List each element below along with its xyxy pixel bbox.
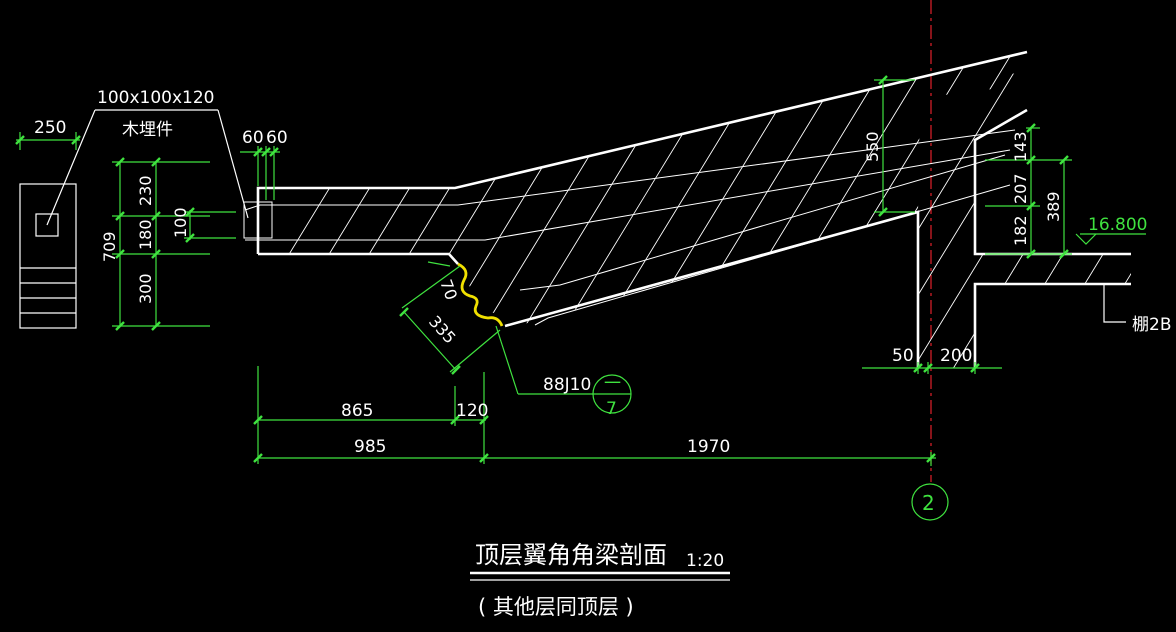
dim-207: 207 xyxy=(1011,173,1030,204)
detail-ref-top: 一 xyxy=(604,374,621,394)
dim-100: 100 xyxy=(171,207,190,238)
wall-hatch xyxy=(918,70,1131,368)
wood-embed-label: 木埋件 xyxy=(122,120,173,140)
beam-soffit xyxy=(504,210,920,368)
slab-outline xyxy=(973,282,1131,368)
dim-250: 250 xyxy=(34,118,66,138)
dim-180: 180 xyxy=(136,219,155,250)
rafter-lines xyxy=(243,129,1016,326)
detail-ref-label: 88J10 xyxy=(543,375,591,395)
molding-profile xyxy=(457,262,504,327)
dim-550: 550 xyxy=(863,131,882,162)
dim-182: 182 xyxy=(1011,215,1030,246)
wood-size-label: 100x100x120 xyxy=(97,88,214,108)
elevation-label: 16.800 xyxy=(1088,215,1147,235)
detail-ref-bottom: 7 xyxy=(606,399,617,419)
beam-hatch xyxy=(258,52,1027,328)
drawing-scale: 1:20 xyxy=(686,551,724,571)
wood-embed-detail xyxy=(19,109,249,329)
dimension-ticks xyxy=(15,75,1069,463)
dim-865: 865 xyxy=(341,401,373,421)
dim-230: 230 xyxy=(136,175,155,206)
dim-60a: 60 xyxy=(242,128,264,148)
dim-300: 300 xyxy=(136,273,155,304)
dim-60b: 60 xyxy=(266,128,288,148)
dim-1970: 1970 xyxy=(687,437,730,457)
beam-outline xyxy=(256,50,1028,254)
dim-200: 200 xyxy=(940,346,972,366)
dim-143: 143 xyxy=(1011,131,1030,162)
slab-ref-label: 棚2B xyxy=(1132,315,1171,335)
axis-label: 2 xyxy=(922,491,935,515)
dim-120: 120 xyxy=(456,401,488,421)
dim-50: 50 xyxy=(892,346,914,366)
dim-389: 389 xyxy=(1044,191,1063,222)
drawing-note: ( 其他层同顶层 ) xyxy=(478,595,634,619)
dim-985: 985 xyxy=(354,437,386,457)
drawing-title: 顶层翼角角梁剖面 xyxy=(475,541,667,569)
dimension-lines xyxy=(16,79,1146,521)
slab-ref-leader xyxy=(1103,284,1126,323)
beam-underside xyxy=(258,252,459,265)
dim-709: 709 xyxy=(100,231,119,262)
